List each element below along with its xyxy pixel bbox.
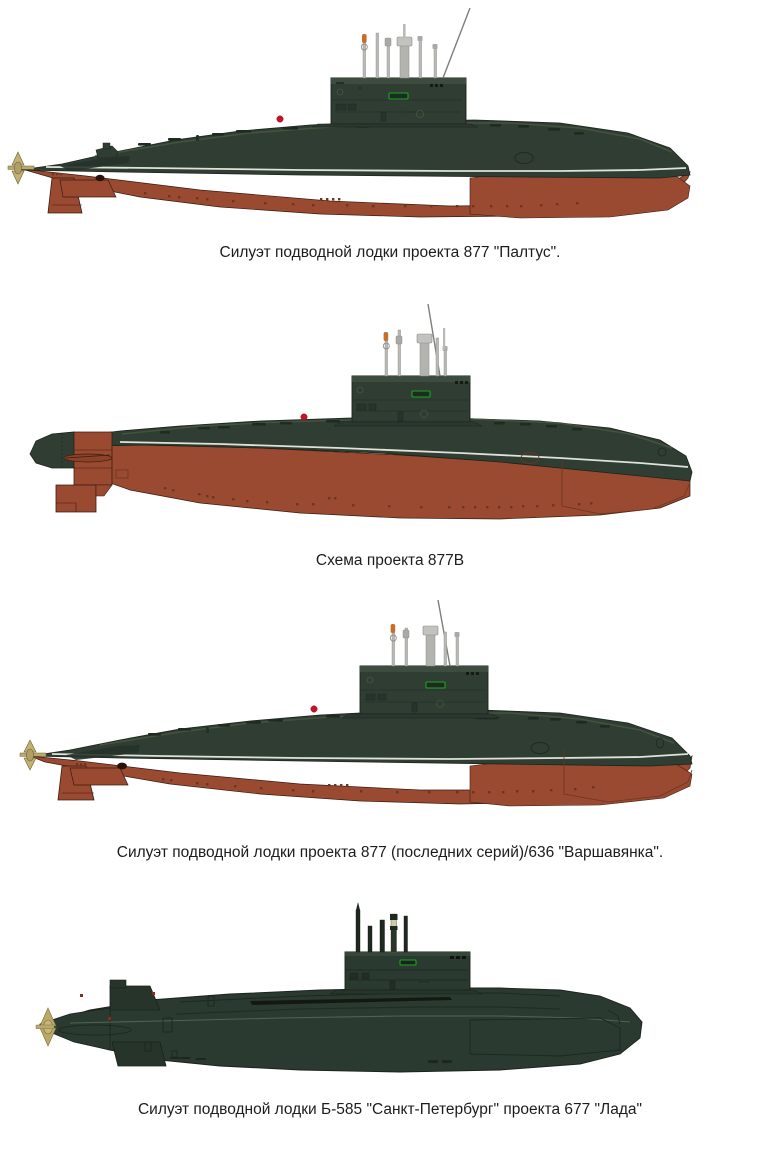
placard-green-lada	[399, 959, 417, 966]
deck-small-marks-1	[196, 135, 200, 141]
red-deck-marker-1	[276, 115, 284, 123]
waterline-stripe-3	[51, 753, 689, 760]
hull-port-3	[530, 742, 550, 754]
torpedo-door-1	[95, 174, 105, 182]
deck-hatches-3	[148, 715, 610, 736]
upper-hull-green-3	[29, 709, 693, 767]
red-deck-marker-3	[310, 705, 318, 713]
whip-antenna-1	[442, 7, 471, 79]
hull-marks-lada	[170, 1057, 452, 1063]
figure-submarine-877v	[0, 300, 780, 535]
flood-ports-1	[52, 173, 579, 208]
stern-fin-cap-lada	[109, 979, 127, 989]
masts-group-3	[389, 599, 460, 667]
stern-green-patch-1	[60, 156, 130, 171]
caption-figure-2: Схема проекта 877В	[315, 552, 465, 569]
stern-propeller-group-3	[19, 739, 47, 771]
flood-ports-3	[76, 763, 595, 794]
stern-upper-fin-lada	[109, 985, 161, 1011]
submarine-illustration-3	[19, 599, 693, 807]
sail-base-fairing-2	[333, 421, 483, 427]
conning-tower-lada	[344, 951, 471, 991]
bow-sonar-panel-lada	[469, 1017, 621, 1057]
waterline-stripe-2	[119, 441, 689, 468]
stern-lower-fin-lada	[111, 1041, 167, 1067]
stern-green-patch-3	[66, 745, 140, 760]
flood-ports-2	[164, 487, 593, 509]
stern-plane-3	[69, 767, 129, 786]
caption-figure-4: Силуэт подводной лодки Б-585 "Санкт-Пете…	[137, 1101, 643, 1118]
hull-panel-2	[115, 469, 129, 479]
masts-group-1	[360, 7, 471, 79]
conning-tower-1	[330, 77, 467, 125]
hull-shadow-line-lada	[175, 1006, 561, 1015]
lower-hull-brown-1	[21, 168, 691, 218]
stern-propeller-group-1	[7, 151, 35, 185]
stern-oval-mark-lada	[58, 1024, 132, 1036]
placard-green-1	[388, 92, 409, 100]
stern-plane-2	[95, 484, 113, 497]
red-marks-lada	[80, 992, 155, 1020]
masts-group-lada	[355, 902, 408, 953]
sail-base-fairing-3	[341, 713, 501, 719]
figure-submarine-677-lada	[0, 890, 780, 1090]
masts-group-2	[382, 303, 448, 377]
submarine-illustration-1	[7, 7, 691, 219]
bow-edge-line-lada	[607, 1009, 621, 1025]
hull-port-2	[520, 452, 540, 464]
caption-figure-3: Силуэт подводной лодки проекта 877 (посл…	[116, 844, 664, 861]
propeller-lada	[35, 1007, 57, 1047]
stern-plane-1	[59, 179, 117, 198]
submarine-illustration-4	[35, 902, 643, 1073]
submarine-illustration-2	[29, 303, 693, 520]
figure-submarine-636-varshavyanka	[0, 598, 780, 828]
bow-door-outline-2	[561, 460, 691, 515]
caption-figure-1: Силуэт подводной лодки проекта 877 "Палт…	[219, 244, 561, 261]
upper-hull-green-1	[19, 119, 691, 179]
bow-door-outline-3	[563, 750, 693, 803]
waterline-stripe-1	[45, 166, 687, 172]
hull-lada	[38, 987, 643, 1073]
sail-base-fairing-lada	[329, 989, 483, 995]
sail-base-fairing-1	[311, 123, 479, 128]
bow-mark-2	[657, 447, 667, 457]
figure-submarine-877-paltus	[0, 0, 780, 235]
red-deck-marker-2	[300, 413, 308, 421]
hull-port-1	[514, 152, 534, 164]
stern-cap-green-2	[29, 431, 75, 469]
placard-green-2	[411, 390, 431, 398]
conning-tower-3	[359, 665, 489, 715]
bow-mark-3	[656, 737, 665, 749]
deck-strip-lada	[250, 997, 452, 1005]
conning-tower-2	[351, 375, 471, 423]
placard-green-3	[425, 681, 446, 689]
torpedo-door-3	[117, 762, 127, 770]
deck-small-marks-3	[206, 727, 209, 733]
